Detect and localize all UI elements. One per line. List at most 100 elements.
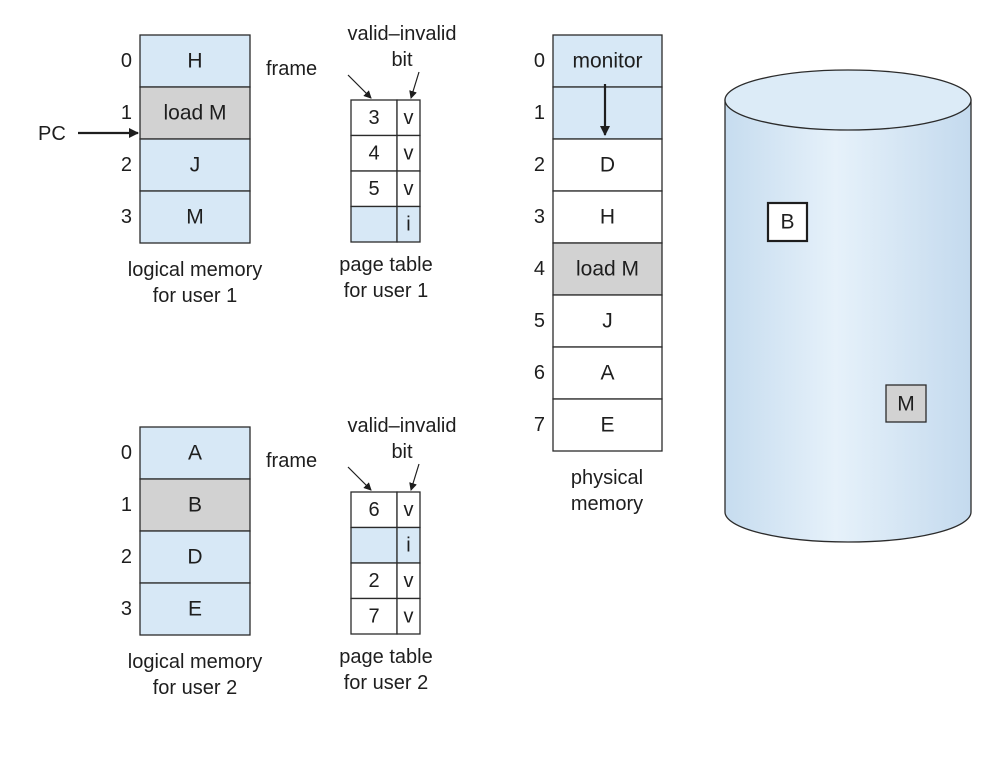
page-table-caption-line-2: for user 1 (344, 280, 428, 302)
memory-cell (552, 34, 663, 88)
memory-cell (139, 34, 251, 88)
frame-header-arrow (347, 466, 372, 491)
frame-cell (350, 134, 398, 172)
memory-cell (139, 138, 251, 192)
memory-index: 0 (121, 442, 132, 464)
memory-cell (139, 478, 251, 532)
valid-invalid-header-line-2: bit (391, 49, 413, 71)
disk-page-m: M (885, 384, 927, 423)
physical-memory-caption-line-1: physical (571, 467, 643, 489)
frame-cell (350, 526, 398, 564)
valid-invalid-header-line-1: valid–invalid (348, 415, 457, 437)
disk-page-b-box (766, 201, 809, 243)
memory-cell-label: J (602, 310, 613, 333)
backing-store-disk: B M (724, 69, 972, 543)
valid-bit-cell (396, 205, 421, 243)
physical-memory-caption-line-2: memory (571, 493, 643, 515)
memory-row: 0 monitor (534, 34, 663, 88)
memory-index: 7 (534, 414, 545, 436)
memory-index: 4 (534, 258, 545, 280)
memory-cell-label: E (600, 414, 614, 437)
valid-bit: v (404, 499, 414, 521)
memory-cell (552, 190, 663, 244)
valid-bit-cell (396, 597, 421, 635)
memory-row: 1 (534, 86, 663, 140)
memory-index: 2 (121, 546, 132, 568)
frame-cell (350, 597, 398, 635)
memory-cell-label: E (188, 598, 202, 621)
memory-index: 3 (121, 206, 132, 228)
memory-cell (552, 294, 663, 348)
logical-memory-caption-line-2: for user 1 (153, 285, 237, 307)
program-counter: PC (38, 123, 139, 145)
memory-cell-label: D (187, 546, 202, 569)
memory-cell-label: B (188, 494, 202, 517)
disk-page-m-label: M (897, 393, 915, 416)
logical-memory-caption-line-1: logical memory (128, 651, 262, 673)
logical-memory-caption-line-2: for user 2 (153, 677, 237, 699)
memory-cell-label: A (600, 362, 614, 385)
memory-cell (552, 398, 663, 452)
memory-cell-label: M (186, 206, 204, 229)
frame-number: 5 (368, 178, 379, 200)
frame-number: 6 (368, 499, 379, 521)
frame-number: 4 (368, 142, 379, 164)
bit-header-arrow (409, 71, 420, 99)
memory-cell-label: H (187, 50, 202, 73)
memory-index: 0 (534, 50, 545, 72)
disk-page-m-box (885, 384, 927, 423)
disk-top (724, 69, 972, 131)
memory-index: 1 (121, 102, 132, 124)
valid-bit: v (404, 570, 414, 592)
memory-index: 3 (121, 598, 132, 620)
memory-cell-label: load M (576, 258, 639, 281)
memory-cell (139, 426, 251, 480)
disk-body (724, 99, 972, 543)
memory-cell-label: J (190, 154, 201, 177)
frame-header: frame (266, 58, 317, 80)
memory-cell (552, 138, 663, 192)
memory-cell-label: D (600, 154, 615, 177)
pc-label: PC (38, 123, 66, 145)
frame-header: frame (266, 450, 317, 472)
valid-bit: v (404, 605, 414, 627)
valid-bit: v (404, 107, 414, 129)
memory-index: 3 (534, 206, 545, 228)
logical-memory-caption-line-1: logical memory (128, 259, 262, 281)
memory-cell (139, 86, 251, 140)
page-table-caption-line-1: page table (339, 254, 432, 276)
memory-cell-label: monitor (572, 50, 642, 73)
memory-row: 4 load M (534, 242, 663, 296)
valid-bit: i (406, 534, 410, 556)
memory-cell (552, 346, 663, 400)
valid-invalid-header-line-1: valid–invalid (348, 23, 457, 45)
memory-index: 1 (534, 102, 545, 124)
memory-cell (552, 86, 663, 140)
valid-bit: i (406, 213, 410, 235)
memory-cell (139, 190, 251, 244)
frame-number: 3 (368, 107, 379, 129)
memory-index: 1 (121, 494, 132, 516)
memory-index: 2 (121, 154, 132, 176)
valid-bit: v (404, 178, 414, 200)
page-table-row: i (350, 526, 421, 564)
valid-invalid-header-line-2: bit (391, 441, 413, 463)
memory-cell (139, 582, 251, 636)
